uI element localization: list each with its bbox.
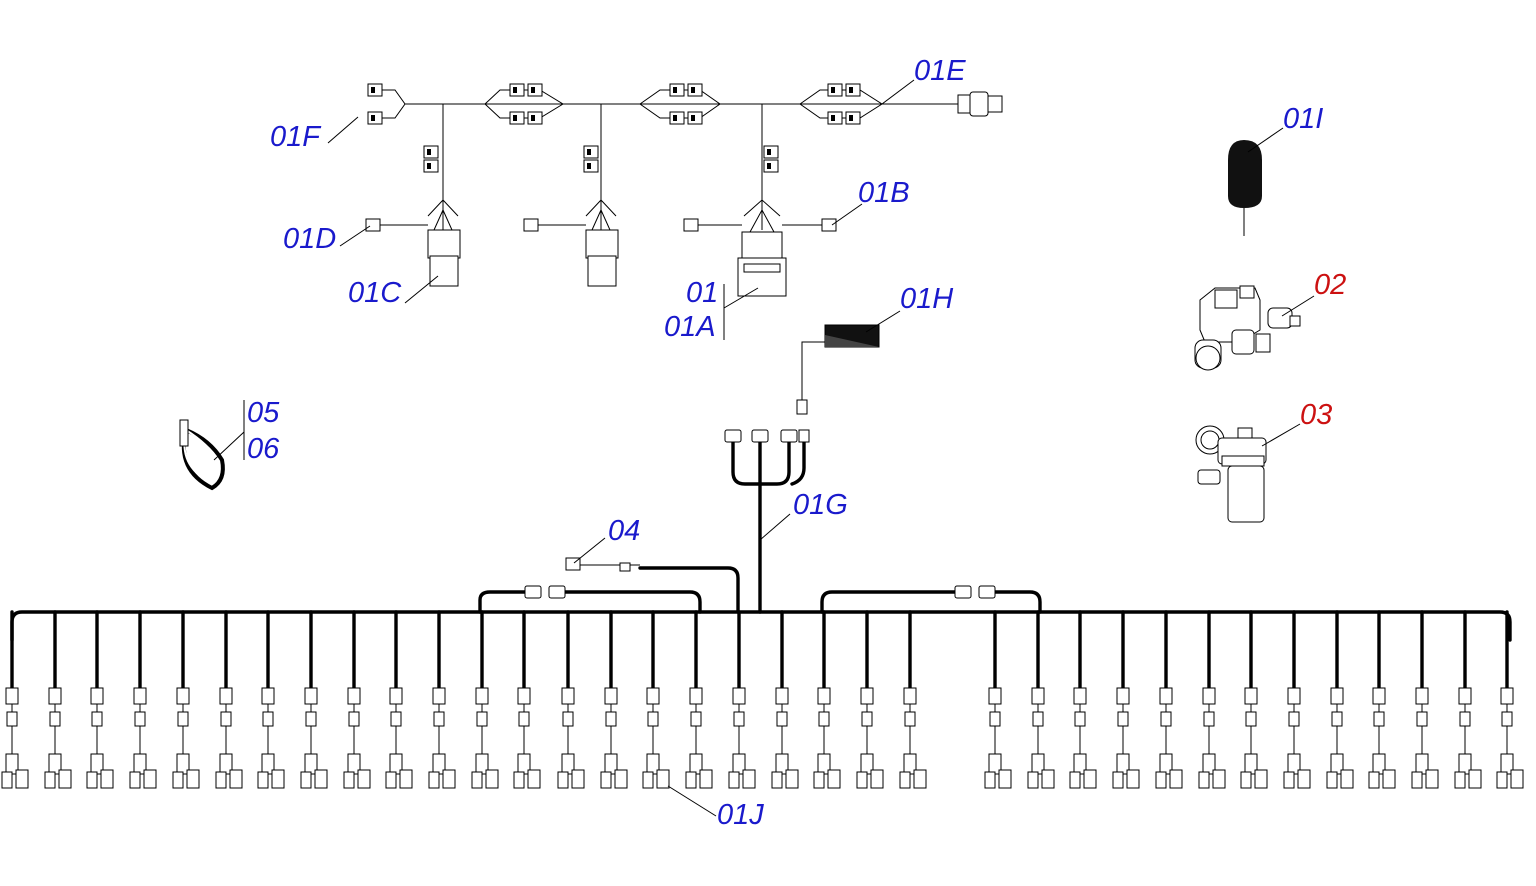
nozzle-drop (471, 610, 499, 789)
round-connector-01e (957, 91, 1003, 117)
leader-lines (213, 79, 1315, 817)
small-connector (509, 83, 525, 97)
feed-connectors (524, 585, 996, 599)
small-connector (763, 145, 779, 159)
label-01g: 01G (793, 489, 848, 521)
nozzle-drop (44, 610, 72, 789)
nozzle-drop (1454, 610, 1482, 789)
label-01i: 01I (1283, 103, 1323, 135)
small-connector (423, 145, 439, 159)
small-connector (509, 111, 525, 125)
small-connector (687, 111, 703, 125)
small-connector (367, 111, 383, 125)
nozzle-drop (300, 610, 328, 789)
small-connector (583, 145, 599, 159)
label-04: 04 (608, 515, 640, 547)
bottle-01i (1228, 140, 1262, 236)
nozzle-drop (1411, 610, 1439, 789)
nozzle-drop (728, 610, 756, 789)
nozzle-drops (1, 610, 1524, 789)
nozzle-drop (385, 610, 413, 789)
small-connector (763, 159, 779, 173)
nozzle-drop (899, 610, 927, 789)
nozzle-drop (86, 610, 114, 789)
label-01f: 01F (270, 121, 322, 153)
small-connector (845, 83, 861, 97)
label-01c: 01C (348, 277, 402, 309)
label-01d: 01D (283, 223, 336, 255)
small-connector (367, 83, 383, 97)
nozzle-drop (1240, 610, 1268, 789)
label-05: 05 (247, 397, 280, 429)
nozzle-drop (856, 610, 884, 789)
nozzle-drop (685, 610, 713, 789)
small-connector (669, 83, 685, 97)
cab-connectors (367, 83, 861, 173)
small-connector (423, 159, 439, 173)
label-01h: 01H (900, 283, 953, 315)
part-labels: 01E 01F 01B 01D 01C 01 01A 01H 01I 02 03… (247, 55, 1346, 831)
cable-tie-05-06 (179, 419, 225, 491)
nozzle-drop (771, 610, 799, 789)
small-connector (845, 111, 861, 125)
boom-harness (1, 557, 1524, 789)
label-01e: 01E (914, 55, 966, 87)
module-01h (796, 324, 880, 415)
trunk-connectors (724, 429, 810, 443)
small-connector (527, 111, 543, 125)
nozzle-drop (1326, 610, 1354, 789)
ecu-box-left (427, 199, 461, 287)
nozzle-drop (600, 610, 628, 789)
filter-assembly-03 (1195, 425, 1267, 523)
label-03: 03 (1300, 399, 1332, 431)
side-stubs (365, 218, 837, 232)
nozzle-drop (1069, 610, 1097, 789)
nozzle-drop (513, 610, 541, 789)
nozzle-drop (642, 610, 670, 789)
nozzle-drop (1198, 610, 1226, 789)
nozzle-drop (129, 610, 157, 789)
nozzle-drop (257, 610, 285, 789)
label-06: 06 (247, 433, 280, 465)
nozzle-drop (1, 610, 29, 789)
nozzle-drop (343, 610, 371, 789)
valve-assembly-02 (1194, 285, 1301, 371)
nozzle-drop (428, 610, 456, 789)
label-01a: 01A (664, 311, 716, 343)
nozzle-drop (1368, 610, 1396, 789)
cab-harness (375, 89, 960, 230)
nozzle-drop (1155, 610, 1183, 789)
label-02: 02 (1314, 269, 1346, 301)
nozzle-drop (1496, 610, 1524, 789)
ecu-box-main (737, 199, 787, 297)
nozzle-drop (172, 610, 200, 789)
nozzle-drop (215, 610, 243, 789)
nozzle-drop (813, 610, 841, 789)
small-connector (687, 83, 703, 97)
small-connector (827, 111, 843, 125)
nozzle-drop (1283, 610, 1311, 789)
ecu-box-middle (585, 199, 619, 287)
harness-01g (724, 429, 810, 614)
label-01j: 01J (717, 799, 764, 831)
nozzle-drop (984, 610, 1012, 789)
small-connector (527, 83, 543, 97)
label-01b: 01B (858, 177, 910, 209)
small-connector (827, 83, 843, 97)
small-connector (669, 111, 685, 125)
label-01: 01 (686, 277, 718, 309)
nozzle-drop (557, 610, 585, 789)
nozzle-drop (1027, 610, 1055, 789)
nozzle-drop (1112, 610, 1140, 789)
small-connector (583, 159, 599, 173)
